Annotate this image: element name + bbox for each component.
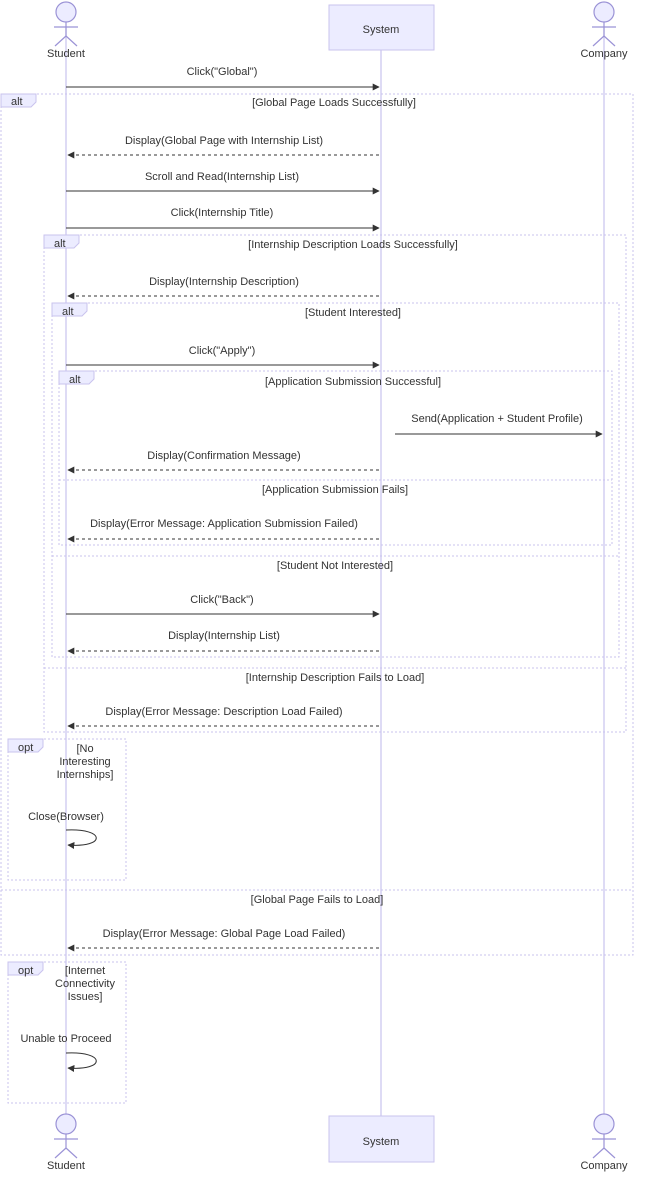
fragment-condition: [Global Page Loads Successfully] (252, 97, 416, 109)
company-label-bottom: Company (580, 1160, 628, 1172)
message-close-browser: Close(Browser) (28, 811, 104, 849)
fragment-else-condition: [Student Not Interested] (277, 560, 393, 572)
message-display-global-page: Display(Global Page with Internship List… (67, 135, 379, 159)
message-label: Unable to Proceed (20, 1033, 111, 1045)
fragment-condition: [Internship Description Loads Successful… (248, 239, 458, 251)
fragment-else-condition: [Global Page Fails to Load] (251, 894, 384, 906)
message-display-confirmation: Display(Confirmation Message) (67, 450, 379, 474)
message-unable-to-proceed: Unable to Proceed (20, 1033, 112, 1072)
message-display-internship-list: Display(Internship List) (67, 630, 379, 655)
message-click-back: Click("Back") (66, 594, 380, 618)
message-display-description-error: Display(Error Message: Description Load … (67, 706, 379, 730)
message-click-apply: Click("Apply") (66, 345, 380, 369)
company-actor-icon (593, 1, 615, 23)
message-display-description: Display(Internship Description) (67, 276, 379, 300)
fragment-condition: [Application Submission Successful] (265, 376, 441, 388)
fragment-alt-interest: alt [Student Interested] [Student Not In… (51, 302, 620, 658)
message-click-global: Click("Global") (66, 66, 380, 91)
fragment-else-condition: [Application Submission Fails] (262, 484, 408, 496)
message-label: Click(Internship Title) (171, 207, 274, 219)
message-label: Display(Error Message: Global Page Load … (103, 928, 346, 940)
fragment-keyword: alt (69, 374, 81, 386)
self-message-arrow (65, 1052, 97, 1072)
company-label-top: Company (580, 48, 628, 60)
message-display-application-error: Display(Error Message: Application Submi… (67, 518, 379, 543)
message-label: Display(Internship Description) (149, 276, 299, 288)
message-label: Display(Error Message: Application Submi… (90, 518, 358, 530)
fragment-condition-line: [No (76, 743, 93, 755)
message-label: Close(Browser) (28, 811, 104, 823)
self-message-arrow (65, 829, 97, 849)
system-label-top: System (363, 24, 400, 36)
fragment-keyword: opt (18, 965, 33, 977)
fragment-condition-line: [Internet (65, 965, 105, 977)
company-actor-icon (593, 1113, 615, 1135)
message-label: Display(Internship List) (168, 630, 280, 642)
fragment-opt-no-interest: opt [No Interesting Internships] (7, 738, 127, 881)
fragment-keyword: opt (18, 742, 33, 754)
company-actor-top: Company (580, 1, 628, 60)
student-actor-top: Student (47, 1, 85, 60)
fragment-keyword: alt (62, 306, 74, 318)
message-send-application: Send(Application + Student Profile) (395, 413, 603, 438)
fragment-opt-connectivity: opt [Internet Connectivity Issues] (7, 961, 127, 1104)
fragment-alt-application: alt [Application Submission Successful] … (58, 370, 613, 546)
student-actor-icon (55, 1113, 77, 1135)
student-label-top: Student (47, 48, 85, 60)
system-box-bottom: System (328, 1115, 435, 1163)
message-label: Display(Global Page with Internship List… (125, 135, 323, 147)
message-label: Send(Application + Student Profile) (411, 413, 583, 425)
fragment-condition-line: Connectivity (55, 978, 115, 990)
fragment-condition-line: Internships] (57, 769, 114, 781)
fragment-alt-global: alt [Global Page Loads Successfully] [Gl… (0, 93, 634, 956)
student-label-bottom: Student (47, 1160, 85, 1172)
message-label: Scroll and Read(Internship List) (145, 171, 299, 183)
message-scroll-read: Scroll and Read(Internship List) (66, 171, 380, 195)
message-label: Display(Confirmation Message) (147, 450, 300, 462)
message-click-internship-title: Click(Internship Title) (66, 207, 380, 232)
system-box-top: System (328, 4, 435, 51)
fragment-keyword: alt (54, 238, 66, 250)
message-label: Click("Apply") (189, 345, 255, 357)
fragment-alt-description: alt [Internship Description Loads Succes… (43, 234, 627, 733)
system-label-bottom: System (363, 1136, 400, 1148)
fragment-condition: [Student Interested] (305, 307, 401, 319)
message-label: Display(Error Message: Description Load … (105, 706, 342, 718)
message-label: Click("Back") (190, 594, 253, 606)
fragment-else-condition: [Internship Description Fails to Load] (246, 672, 425, 684)
student-actor-icon (55, 1, 77, 23)
company-actor-bottom: Company (580, 1113, 628, 1172)
fragment-condition-line: Interesting (59, 756, 110, 768)
student-actor-bottom: Student (47, 1113, 85, 1172)
message-display-global-error: Display(Error Message: Global Page Load … (67, 928, 379, 952)
fragment-condition-line: Issues] (68, 991, 103, 1003)
message-label: Click("Global") (187, 66, 258, 78)
fragment-keyword: alt (11, 96, 23, 108)
